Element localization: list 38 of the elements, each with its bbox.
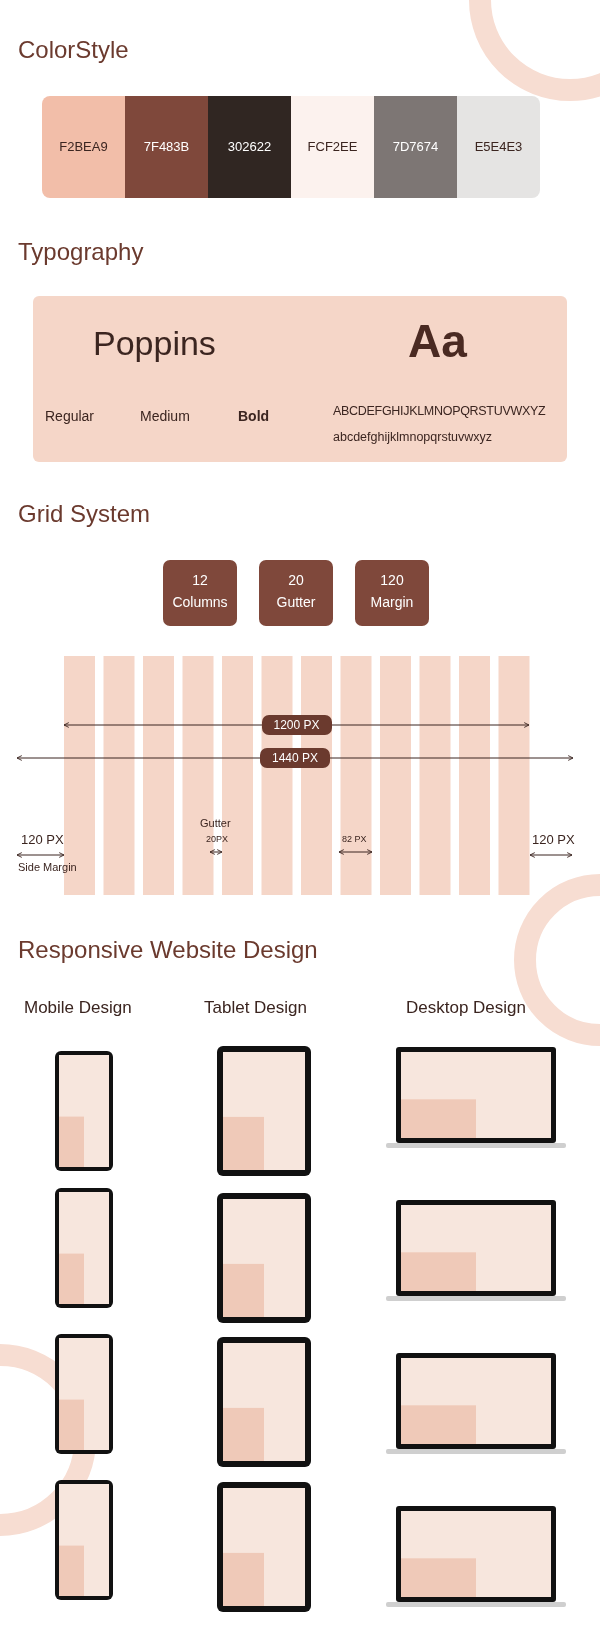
section-heading: Typography [18, 238, 144, 266]
info-box [163, 560, 237, 626]
font-name: Poppins [93, 324, 216, 363]
dimension-text: Gutter [200, 817, 231, 829]
typography-panel [33, 296, 567, 462]
dimension-text: 20PX [206, 834, 229, 844]
section-heading: Grid System [18, 500, 151, 528]
dimension-text: 120 PX [532, 832, 575, 847]
color-swatch: F2BEA9 [42, 96, 125, 198]
info-box-text: 120 [379, 572, 405, 588]
alphabet-sample: ABCDEFGHIJKLMNOPQRSTUVWXYZ [333, 404, 546, 418]
dimension-label: 1200 PX [261, 715, 332, 735]
info-box-text: Columns [171, 594, 229, 610]
section-heading: Responsive Website Design [18, 936, 318, 964]
column-heading: Tablet Design [204, 998, 307, 1018]
color-swatch: E5E4E3 [457, 96, 540, 198]
font-weight-sample: Medium [140, 408, 190, 424]
font-weight-sample: Bold [238, 408, 270, 424]
section-heading: ColorStyle [18, 36, 129, 64]
dimension-text: 82 PX [342, 834, 367, 844]
info-box-text: 12 [191, 572, 209, 588]
color-swatch: FCF2EE [291, 96, 374, 198]
alphabet-sample: abcdefghijklmnopqrstuvwxyz [333, 430, 493, 444]
color-swatch: 302622 [208, 96, 291, 198]
color-swatch: 7D7674 [374, 96, 457, 198]
info-box-text: Margin [369, 594, 415, 610]
info-box-text: Gutter [275, 594, 317, 610]
info-box [259, 560, 333, 626]
dimension-label: 1440 PX [260, 748, 330, 768]
info-box [355, 560, 429, 626]
font-weight-sample: Regular [45, 408, 95, 424]
column-heading: Mobile Design [24, 998, 132, 1018]
info-box-text: 20 [287, 572, 305, 588]
column-heading: Desktop Design [406, 998, 526, 1018]
type-sample: Aa [408, 314, 467, 368]
dimension-text: 120 PX [21, 832, 64, 847]
color-swatch: 7F483B [125, 96, 208, 198]
dimension-text: Side Margin [18, 861, 77, 873]
